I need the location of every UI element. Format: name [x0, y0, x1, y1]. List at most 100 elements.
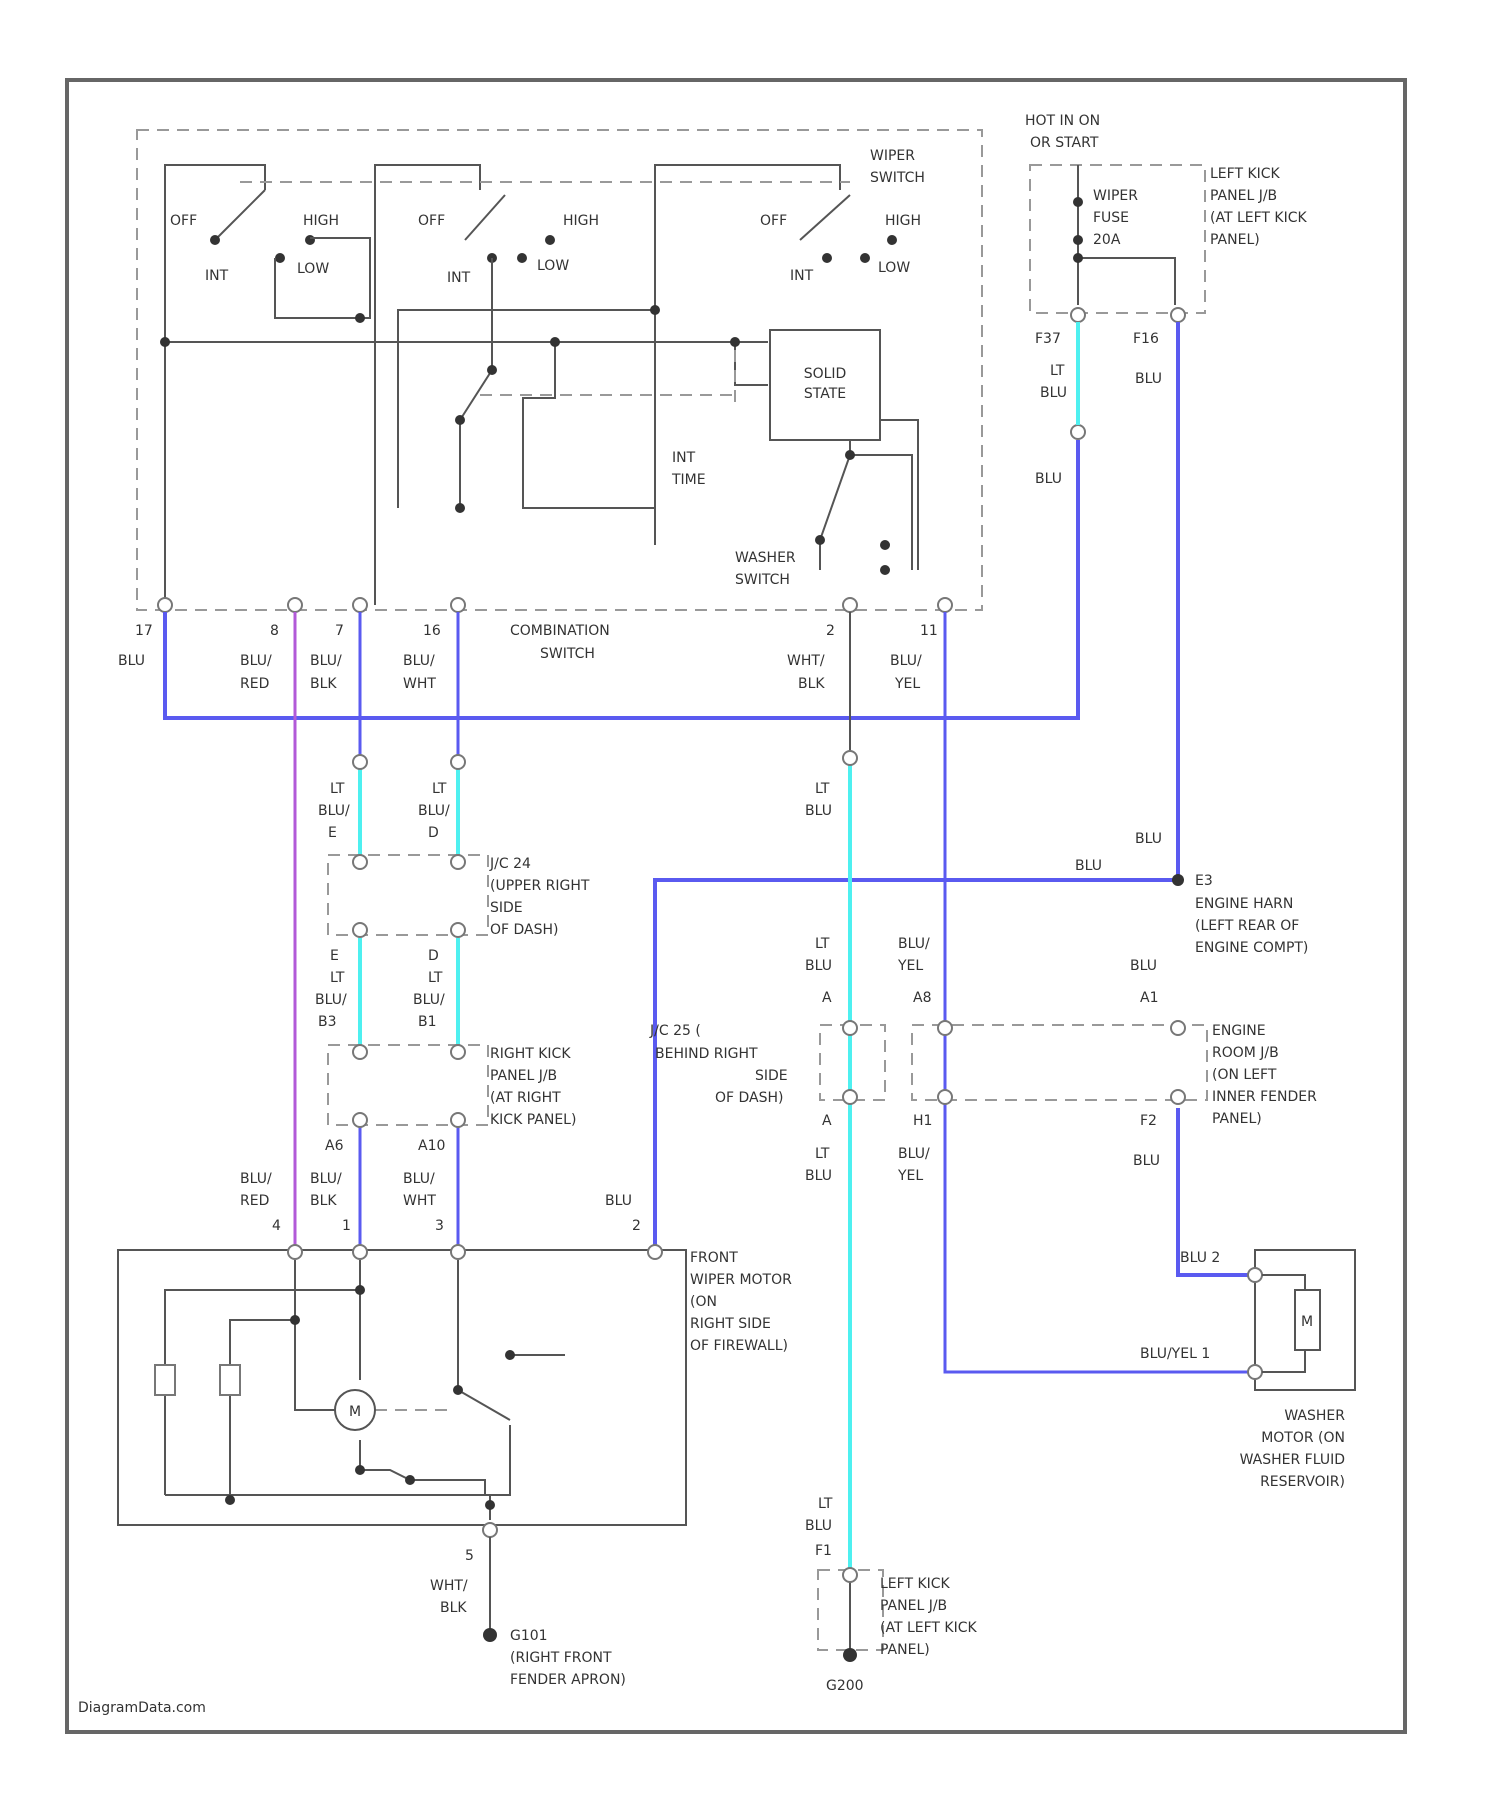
connector-pin [1071, 308, 1085, 322]
pin-label: F1 [815, 1543, 832, 1559]
or-start-label: OR START [1030, 135, 1099, 151]
wire-color-label: LT [815, 936, 830, 952]
connector-pin [938, 598, 952, 612]
switch-3-contact-int [822, 253, 832, 263]
wire-color-label: BLU [605, 1193, 632, 1209]
motor-internal-wire [295, 1260, 335, 1410]
motor-internal-wire [230, 1320, 295, 1500]
wire-color-label: BLU [805, 803, 832, 819]
wire-blu-fuse-to-combo [165, 440, 1078, 718]
engine-harn-label: ENGINE HARN [1195, 896, 1293, 912]
front-wiper-motor-label: RIGHT SIDE [690, 1316, 771, 1332]
g101-label: (RIGHT FRONT [510, 1650, 612, 1666]
connector-pin [158, 598, 172, 612]
washer-motor-internal [1262, 1350, 1305, 1372]
wire-color-label: BLK [440, 1600, 467, 1616]
jc25-label: J/C 25 ( [649, 1023, 701, 1039]
fuse-wire-2 [1078, 258, 1175, 305]
wire-color-label: LT [428, 970, 443, 986]
pin-label: 3 [435, 1218, 444, 1234]
engine-room-jb-label: ENGINE [1212, 1023, 1266, 1039]
front-wiper-motor-label: OF FIREWALL) [690, 1338, 788, 1354]
pin-label: 4 [272, 1218, 281, 1234]
g101-label: G101 [510, 1628, 548, 1644]
junction-dot [455, 503, 465, 513]
switch-2-blade [465, 195, 505, 240]
junction-dot [650, 305, 660, 315]
engine-harn-label: ENGINE COMPT) [1195, 940, 1308, 956]
wire-color-label: LT [818, 1496, 833, 1512]
pin-label: 5 [465, 1548, 474, 1564]
wire-color-label: BLK [310, 1193, 337, 1209]
switch-2-low-label: LOW [537, 258, 569, 274]
switch-3-contact-high [887, 235, 897, 245]
connector-pin [483, 1523, 497, 1537]
wire-color-label: BLU [805, 1168, 832, 1184]
pin-label: 7 [335, 623, 344, 639]
switch-1-blade [215, 190, 265, 240]
wiper-motor-symbol-label: M [349, 1404, 361, 1420]
connector-pin [451, 755, 465, 769]
connector-pin [353, 598, 367, 612]
left-kick-jb-bottom-label: LEFT KICK [880, 1576, 951, 1592]
wire-color-label: BLU/ [403, 653, 435, 669]
wire-color-label: BLU [1075, 858, 1102, 874]
pin-label: A1 [1140, 990, 1158, 1006]
connector-pin [648, 1245, 662, 1259]
front-wiper-motor-label: (ON [690, 1294, 717, 1310]
jc24-label: SIDE [490, 900, 523, 916]
combination-switch-label: COMBINATION [510, 623, 610, 639]
pin-label: 1 [342, 1218, 351, 1234]
junction-dot [487, 365, 497, 375]
fuse-dot [1073, 235, 1083, 245]
solid-state-label: SOLID [804, 366, 847, 382]
wire-color-label: BLU [1035, 471, 1062, 487]
switch-2-off-label: OFF [418, 213, 445, 229]
wire-color-label: BLU/ [310, 1171, 342, 1187]
wire-color-label: BLU/ [318, 803, 350, 819]
fuse-dot [1073, 197, 1083, 207]
left-kick-jb-label: (AT LEFT KICK [1210, 210, 1307, 226]
wire-color-label: BLU 2 [1180, 1250, 1220, 1266]
motor-internal-wire [360, 1470, 485, 1495]
motor-dot [453, 1385, 463, 1395]
pin-label: 17 [135, 623, 153, 639]
switch-3-blade [800, 195, 850, 240]
g101-label: FENDER APRON) [510, 1672, 626, 1688]
internal-bus-2 [398, 310, 655, 508]
front-wiper-motor-label: FRONT [690, 1250, 738, 1266]
pin-label: H1 [913, 1113, 932, 1129]
motor-internal-wire [458, 1260, 510, 1420]
wire-color-label: BLU [1040, 385, 1067, 401]
engine-room-jb-label: ROOM J/B [1212, 1045, 1279, 1061]
motor-dot [290, 1315, 300, 1325]
wire-color-label: BLU/YEL 1 [1140, 1346, 1210, 1362]
g200-label: G200 [826, 1678, 864, 1694]
wire-color-label: BLK [798, 676, 825, 692]
switch-compartment-1 [165, 165, 265, 605]
jc24-label: OF DASH) [490, 922, 559, 938]
wire-color-label: BLU [805, 958, 832, 974]
e3-splice-dot [1172, 874, 1184, 886]
connector-pin [288, 1245, 302, 1259]
connector-pin [353, 1245, 367, 1259]
internal-low-loop [275, 238, 370, 318]
jc24-label: J/C 24 [489, 856, 531, 872]
wire-color-label: RED [240, 676, 269, 692]
washer-switch-label-2: SWITCH [735, 572, 790, 588]
connector-pin [843, 751, 857, 765]
internal-int-wire [460, 258, 492, 508]
washer-switch-label: WASHER [735, 550, 796, 566]
int-time-label-2: TIME [671, 472, 706, 488]
internal-ss-feed [735, 342, 768, 385]
pin-label: 11 [920, 623, 938, 639]
pin-label: F37 [1035, 331, 1061, 347]
solid-state-module [770, 330, 880, 440]
wire-color-label: BLU [1130, 958, 1157, 974]
left-kick-jb-bottom-label: PANEL J/B [880, 1598, 947, 1614]
wire-color-label: WHT/ [430, 1578, 468, 1594]
connector-pin [1071, 425, 1085, 439]
switch-1-high-label: HIGH [303, 213, 339, 229]
junction-dot [845, 450, 855, 460]
